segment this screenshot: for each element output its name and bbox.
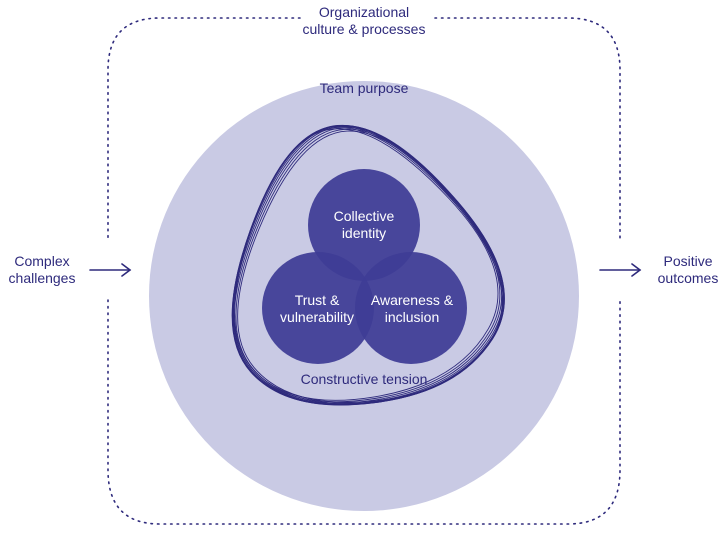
positive-outcomes-line2: outcomes (657, 270, 719, 286)
org-boundary-right (434, 17, 621, 241)
trust-vulnerability-circle (262, 252, 374, 364)
output-arrow-icon (599, 263, 642, 277)
trust-vulnerability-line1: Trust & (294, 292, 340, 308)
positive-outcomes-line1: Positive (663, 253, 713, 269)
org-culture-line2: culture & processes (302, 21, 426, 37)
awareness-inclusion-line1: Awareness & (370, 292, 454, 308)
awareness-inclusion-line2: inclusion (384, 309, 440, 325)
org-boundary-left (107, 17, 301, 241)
awareness-inclusion-label: Awareness & inclusion (357, 292, 467, 326)
input-arrow-icon (89, 263, 132, 277)
org-culture-label: Organizational culture & processes (284, 4, 444, 38)
complex-challenges-line1: Complex (14, 253, 70, 269)
trust-vulnerability-label: Trust & vulnerability (262, 292, 372, 326)
org-culture-line1: Organizational (318, 4, 410, 20)
collective-identity-label: Collective identity (314, 208, 414, 242)
team-purpose-label: Team purpose (319, 80, 409, 96)
awareness-inclusion-circle (355, 252, 467, 364)
tension-loop (235, 128, 504, 404)
collective-identity-line1: Collective (333, 208, 395, 224)
trust-vulnerability-line2: vulnerability (280, 309, 354, 325)
tension-loop (237, 130, 503, 403)
complex-challenges-label: Complex challenges (0, 253, 84, 287)
constructive-tension-label: Constructive tension (300, 371, 428, 387)
positive-outcomes-label: Positive outcomes (648, 253, 728, 287)
collective-identity-line2: identity (341, 225, 387, 241)
collective-identity-circle (308, 169, 420, 281)
constructive-tension-loops (231, 124, 505, 406)
complex-challenges-line2: challenges (8, 270, 76, 286)
